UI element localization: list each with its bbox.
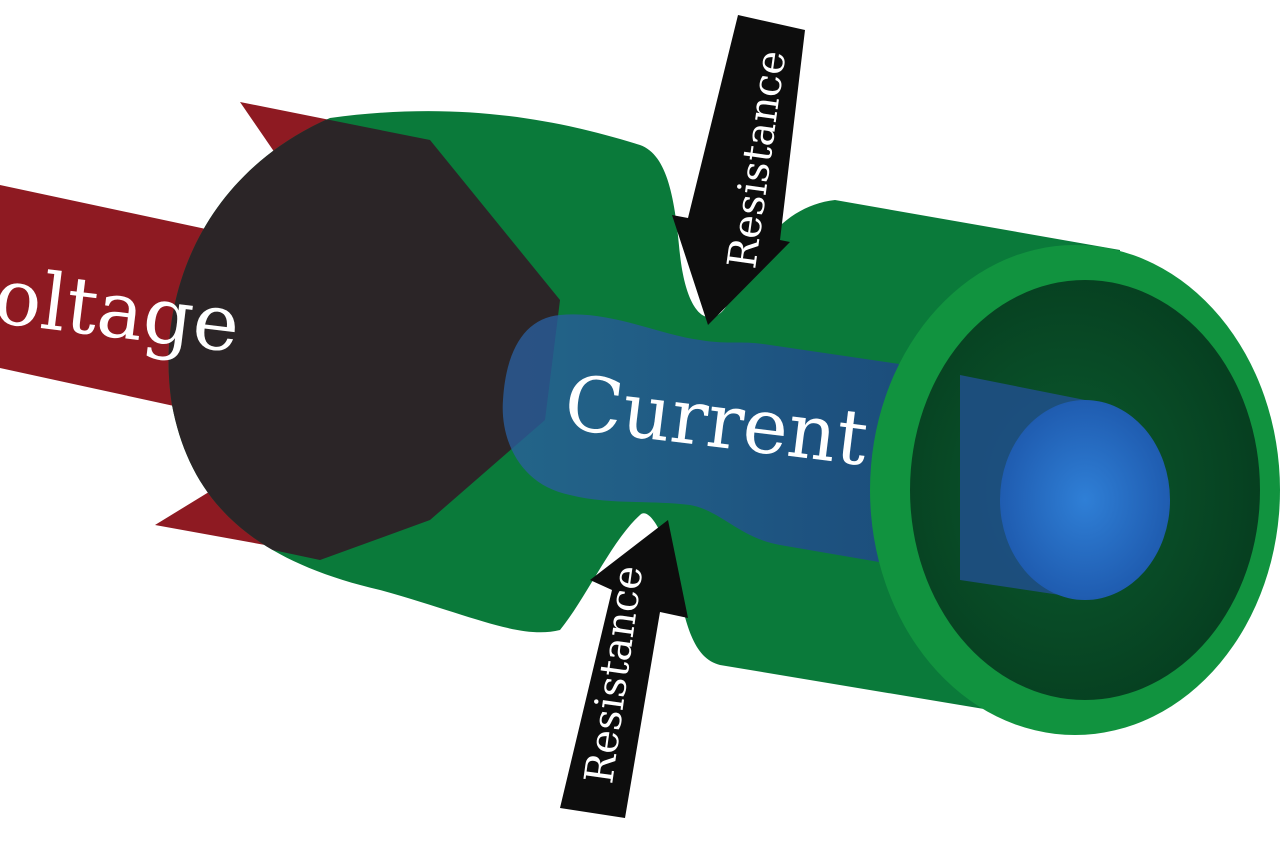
resistance-arrow-top: Resistance xyxy=(672,15,805,325)
current-core xyxy=(1000,400,1170,600)
voltage-arrow-overlap xyxy=(168,111,560,560)
